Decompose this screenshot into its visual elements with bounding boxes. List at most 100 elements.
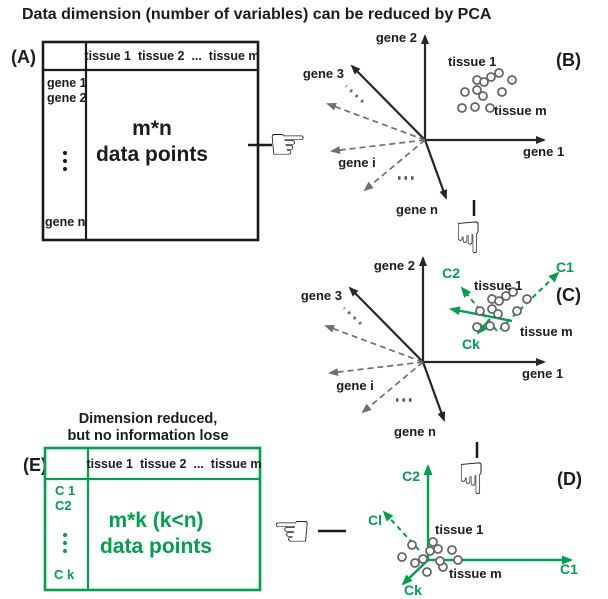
panel-a-label: (A) bbox=[11, 47, 36, 67]
pointer-down-hand-2: ☟ bbox=[458, 442, 485, 505]
scatter-point bbox=[453, 555, 463, 565]
dashed-axis-lower bbox=[363, 139, 426, 192]
matrix-e-column-header: tissue 1 tissue 2 ... tissue m bbox=[86, 457, 261, 471]
dashed-axis-upper bbox=[326, 103, 426, 141]
scatter-cluster-b bbox=[457, 68, 517, 113]
panel-b: (B) gene 2 gene 3 gene i gene 1 gene n bbox=[303, 30, 581, 217]
panel-d: (D) C2 C1 Cl Ck tissue 1 tissue m bbox=[368, 464, 582, 598]
panel-e-caption-line1: Dimension reduced, bbox=[79, 411, 218, 427]
pointer-right-icon: ☞ bbox=[268, 119, 307, 170]
ck-label: Ck bbox=[462, 336, 480, 352]
scatter-point bbox=[500, 322, 510, 332]
scatter-point bbox=[494, 296, 504, 306]
gene1-label: gene 1 bbox=[522, 366, 563, 381]
pointer-down-hand-1: ☟ bbox=[455, 200, 482, 264]
genei-label: gene i bbox=[336, 378, 374, 393]
scatter-point bbox=[410, 558, 420, 568]
matrix-a-cell-line1: m*n bbox=[132, 117, 172, 140]
scatter-point bbox=[485, 103, 495, 113]
cl-label: Cl bbox=[368, 512, 382, 528]
scatter-point bbox=[428, 537, 438, 547]
scatter-point bbox=[475, 306, 485, 316]
scatter-point bbox=[493, 309, 503, 319]
pointer-down-icon: ☟ bbox=[458, 454, 485, 505]
pointer-right-hand: ☞ bbox=[248, 119, 307, 170]
scatter-point bbox=[508, 287, 518, 297]
c1-label: C1 bbox=[556, 259, 574, 275]
scatter-point bbox=[472, 85, 482, 95]
gene2-label: gene 2 bbox=[376, 30, 417, 45]
vertical-ellipsis-icon bbox=[63, 533, 67, 553]
dashed-axis-upper bbox=[324, 325, 424, 363]
tissuem-label: tissue m bbox=[520, 324, 573, 339]
scatter-point bbox=[478, 91, 488, 101]
gene3-axis bbox=[350, 64, 426, 141]
genei-axis bbox=[328, 361, 424, 377]
scatter-point bbox=[407, 540, 417, 550]
scatter-point bbox=[472, 322, 482, 332]
scatter-point bbox=[522, 294, 532, 304]
panel-e-caption-line2: but no information lose bbox=[67, 428, 228, 444]
scatter-point bbox=[487, 304, 497, 314]
scatter-point bbox=[418, 554, 428, 564]
pointer-left-icon: ☜ bbox=[272, 506, 311, 557]
scatter-point bbox=[433, 544, 443, 554]
matrix-e-cell-line2: data points bbox=[100, 535, 212, 558]
scatter-point bbox=[486, 72, 496, 82]
scatter-point bbox=[447, 545, 457, 555]
scatter-point bbox=[494, 68, 504, 78]
matrix-e-row-c2: C2 bbox=[55, 498, 72, 513]
scatter-point bbox=[507, 75, 517, 85]
matrix-e-row-ck: C k bbox=[54, 567, 75, 582]
gene3-axis bbox=[348, 286, 424, 363]
genen-label: gene n bbox=[396, 202, 438, 217]
panel-b-label: (B) bbox=[556, 50, 581, 70]
panel-d-label: (D) bbox=[557, 469, 582, 489]
vertical-ellipsis-icon bbox=[63, 151, 67, 171]
matrix-a-column-header: tissue 1 tissue 2 ... tissue m bbox=[84, 49, 259, 63]
c2-label: C2 bbox=[442, 265, 460, 281]
tissue1-label: tissue 1 bbox=[448, 54, 496, 69]
scatter-point bbox=[422, 567, 432, 577]
tissuem-label: tissue m bbox=[449, 566, 502, 581]
panel-c-label: (C) bbox=[556, 285, 581, 305]
genen-axis bbox=[421, 361, 446, 422]
matrix-e-border bbox=[43, 446, 262, 592]
scatter-point bbox=[512, 306, 522, 316]
gene3-label: gene 3 bbox=[301, 288, 342, 303]
pointer-left-hand: ☜ bbox=[272, 506, 346, 557]
scatter-point bbox=[460, 87, 470, 97]
genei-axis bbox=[330, 139, 426, 155]
scatter-point bbox=[425, 546, 435, 556]
tissue1-label: tissue 1 bbox=[474, 278, 522, 293]
scatter-point bbox=[501, 291, 511, 301]
matrix-a-row-gene1: gene 1 bbox=[47, 76, 87, 90]
gene2-label: gene 2 bbox=[374, 258, 415, 273]
diagonal-dots-icon bbox=[342, 306, 363, 326]
panel-c: (C) gene 2 gene 3 gene i gene 1 gene n bbox=[301, 256, 581, 439]
matrix-a-row-gene2: gene 2 bbox=[47, 91, 87, 105]
panel-e-label: (E) bbox=[23, 455, 47, 475]
scatter-point bbox=[457, 103, 467, 113]
panel-a: (A) tissue 1 tissue 2 ... tissue m gene … bbox=[11, 40, 260, 242]
scatter-point bbox=[397, 552, 407, 562]
ck-axis bbox=[401, 559, 429, 586]
pointer-down-icon: ☟ bbox=[455, 213, 482, 264]
scatter-point bbox=[497, 87, 507, 97]
scatter-point bbox=[485, 321, 495, 331]
matrix-e-cell-line1: m*k (k<n) bbox=[108, 509, 203, 532]
genei-label: gene i bbox=[338, 155, 376, 170]
scatter-point bbox=[479, 77, 489, 87]
c1-label: C1 bbox=[560, 561, 578, 577]
tissue1-label: tissue 1 bbox=[435, 522, 483, 537]
matrix-a-border bbox=[41, 40, 260, 242]
tissuem-label: tissue m bbox=[494, 103, 547, 118]
gene3-label: gene 3 bbox=[303, 66, 344, 81]
figure-title: Data dimension (number of variables) can… bbox=[22, 6, 492, 23]
panel-e: Dimension reduced, but no information lo… bbox=[23, 411, 262, 592]
matrix-a-row-genen: gene n bbox=[45, 215, 85, 229]
matrix-a-cell-line2: data points bbox=[96, 143, 208, 166]
genen-label: gene n bbox=[394, 424, 436, 439]
scatter-cluster-d bbox=[397, 537, 463, 577]
dashed-axis-lower bbox=[361, 361, 424, 414]
